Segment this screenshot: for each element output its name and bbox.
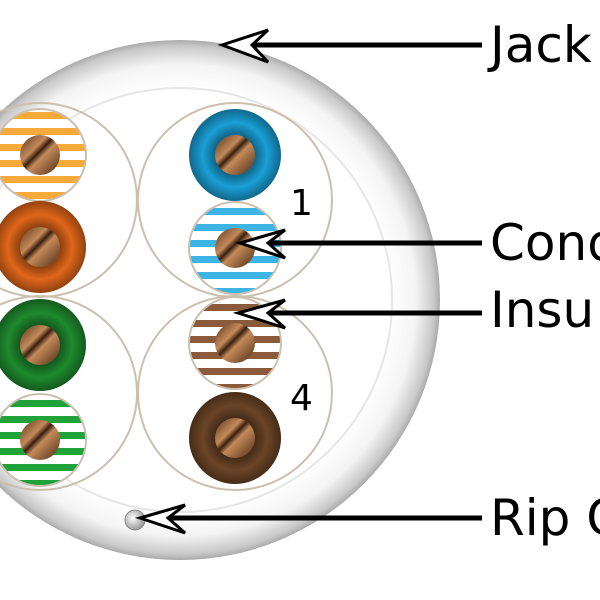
copper-conductor xyxy=(215,135,255,175)
arrowheads xyxy=(134,28,286,535)
rip-cord-label: Rip C xyxy=(490,489,600,547)
brown-wire xyxy=(189,392,281,484)
copper-conductor xyxy=(20,420,60,460)
copper-conductor xyxy=(20,227,60,267)
blue-striped-wire xyxy=(188,201,282,295)
leader-lines xyxy=(150,42,482,521)
rip-cord-arrowhead xyxy=(134,503,186,535)
green-wire xyxy=(0,299,86,391)
pair-number-4: 4 xyxy=(290,378,313,419)
copper-conductor xyxy=(20,135,60,175)
copper-conductor xyxy=(215,228,255,268)
copper-conductor xyxy=(215,418,255,458)
orange-wire xyxy=(0,201,86,293)
orange-striped-wire xyxy=(0,108,87,202)
pair-number-1: 1 xyxy=(290,183,313,224)
jacket-label: Jack xyxy=(487,16,592,74)
conductor-arrowhead xyxy=(234,228,286,260)
insulation-arrowhead xyxy=(232,298,286,330)
jacket-arrowhead xyxy=(217,28,270,64)
blue-wire xyxy=(189,109,281,201)
green-striped-wire xyxy=(0,393,87,487)
conductor-label: Cond xyxy=(490,214,600,272)
jacket-inner-edge xyxy=(0,87,393,513)
copper-conductor xyxy=(215,323,255,363)
insulation-label: Insu xyxy=(490,281,594,339)
copper-conductor xyxy=(20,325,60,365)
